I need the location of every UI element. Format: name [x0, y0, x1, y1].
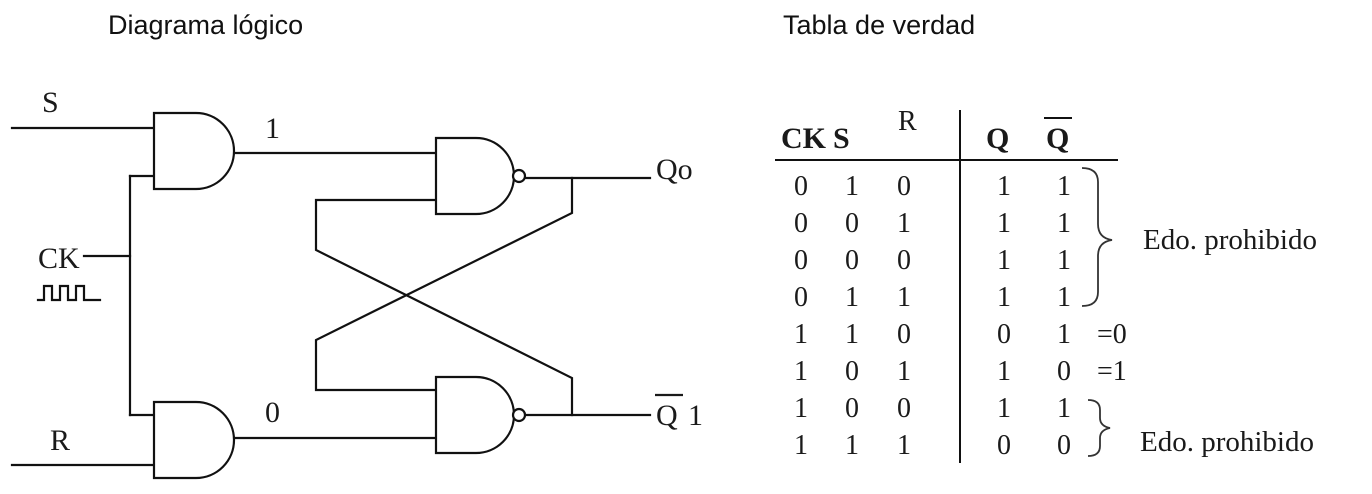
cell-q: 1 — [997, 245, 1011, 276]
cell-note: =0 — [1097, 319, 1127, 350]
nand-bottom-bubble — [511, 407, 527, 423]
label-wire-bottom: 0 — [265, 396, 280, 429]
table-row: 1 0 0 1 1 — [794, 393, 1071, 424]
cell-ck: 0 — [794, 171, 808, 202]
table-row: 1 0 1 1 0 =1 — [794, 356, 1127, 387]
cell-qbar: 1 — [1057, 282, 1071, 313]
cell-s: 1 — [845, 282, 859, 313]
cell-ck: 1 — [794, 393, 808, 424]
wires — [10, 126, 652, 467]
cell-q: 0 — [997, 430, 1011, 461]
header-ck: CK — [781, 122, 827, 155]
cell-q: 1 — [997, 356, 1011, 387]
header-r: R — [898, 106, 917, 137]
label-qbar-suffix: 1 — [688, 399, 703, 432]
table-row: 1 1 0 0 1 =0 — [794, 319, 1127, 350]
cell-s: 0 — [845, 393, 859, 424]
nand-gate-top — [434, 136, 516, 216]
cell-r: 0 — [897, 319, 911, 350]
cell-qbar: 0 — [1057, 356, 1071, 387]
cell-r: 1 — [897, 356, 911, 387]
brace-group1 — [1081, 167, 1113, 307]
nand-gate-bottom — [434, 375, 516, 455]
label-ck: CK — [38, 242, 80, 275]
cell-note: =1 — [1097, 356, 1127, 387]
table-row: 0 1 1 1 1 — [794, 282, 1071, 313]
cell-q: 1 — [997, 208, 1011, 239]
cell-ck: 0 — [794, 208, 808, 239]
cell-s: 0 — [845, 208, 859, 239]
header-qbar: Q — [1046, 122, 1069, 155]
table-row: 0 0 0 1 1 — [794, 245, 1071, 276]
table-row: 0 1 0 1 1 — [794, 171, 1071, 202]
label-wire-top: 1 — [265, 112, 280, 145]
and-gate-top — [152, 111, 236, 191]
and-gate-bottom — [152, 400, 236, 480]
cell-s: 1 — [845, 171, 859, 202]
nand-top-bubble — [511, 168, 527, 184]
cell-s: 0 — [845, 356, 859, 387]
cell-s: 1 — [845, 319, 859, 350]
cell-ck: 0 — [794, 245, 808, 276]
cell-r: 0 — [897, 393, 911, 424]
cell-q: 1 — [997, 171, 1011, 202]
cell-q: 0 — [997, 319, 1011, 350]
brace-group2 — [1087, 399, 1111, 457]
header-q: Q — [986, 122, 1009, 155]
cell-qbar: 1 — [1057, 171, 1071, 202]
truth-table-title: Tabla de verdad — [783, 10, 976, 40]
cell-s: 0 — [845, 245, 859, 276]
label-r: R — [50, 424, 70, 457]
table-row: 1 1 1 0 0 — [794, 430, 1071, 461]
label-qbar-output: Q — [656, 399, 678, 432]
annotation-forbidden-2: Edo. prohibido — [1140, 426, 1314, 458]
annotation-forbidden-1: Edo. prohibido — [1143, 224, 1317, 256]
cell-qbar: 0 — [1057, 430, 1071, 461]
label-s: S — [42, 86, 59, 119]
cell-r: 1 — [897, 208, 911, 239]
header-s: S — [833, 122, 850, 155]
cell-r: 0 — [897, 171, 911, 202]
cell-qbar: 1 — [1057, 393, 1071, 424]
cell-r: 1 — [897, 430, 911, 461]
logic-diagram-title: Diagrama lógico — [108, 10, 304, 40]
cell-q: 1 — [997, 393, 1011, 424]
cell-qbar: 1 — [1057, 245, 1071, 276]
cell-ck: 1 — [794, 356, 808, 387]
cell-qbar: 1 — [1057, 208, 1071, 239]
clock-pulse-icon — [36, 284, 102, 302]
cell-r: 1 — [897, 282, 911, 313]
logic-diagram: S R CK 1 0 Qo Q 1 — [10, 86, 703, 480]
cell-ck: 1 — [794, 430, 808, 461]
cell-s: 1 — [845, 430, 859, 461]
cell-qbar: 1 — [1057, 319, 1071, 350]
wire-feedback-q — [314, 176, 574, 392]
cell-q: 1 — [997, 282, 1011, 313]
wire-feedback-qbar — [314, 198, 574, 417]
table-row: 0 0 1 1 1 — [794, 208, 1071, 239]
cell-ck: 0 — [794, 282, 808, 313]
label-q-output: Qo — [656, 153, 693, 186]
cell-ck: 1 — [794, 319, 808, 350]
cell-r: 0 — [897, 245, 911, 276]
